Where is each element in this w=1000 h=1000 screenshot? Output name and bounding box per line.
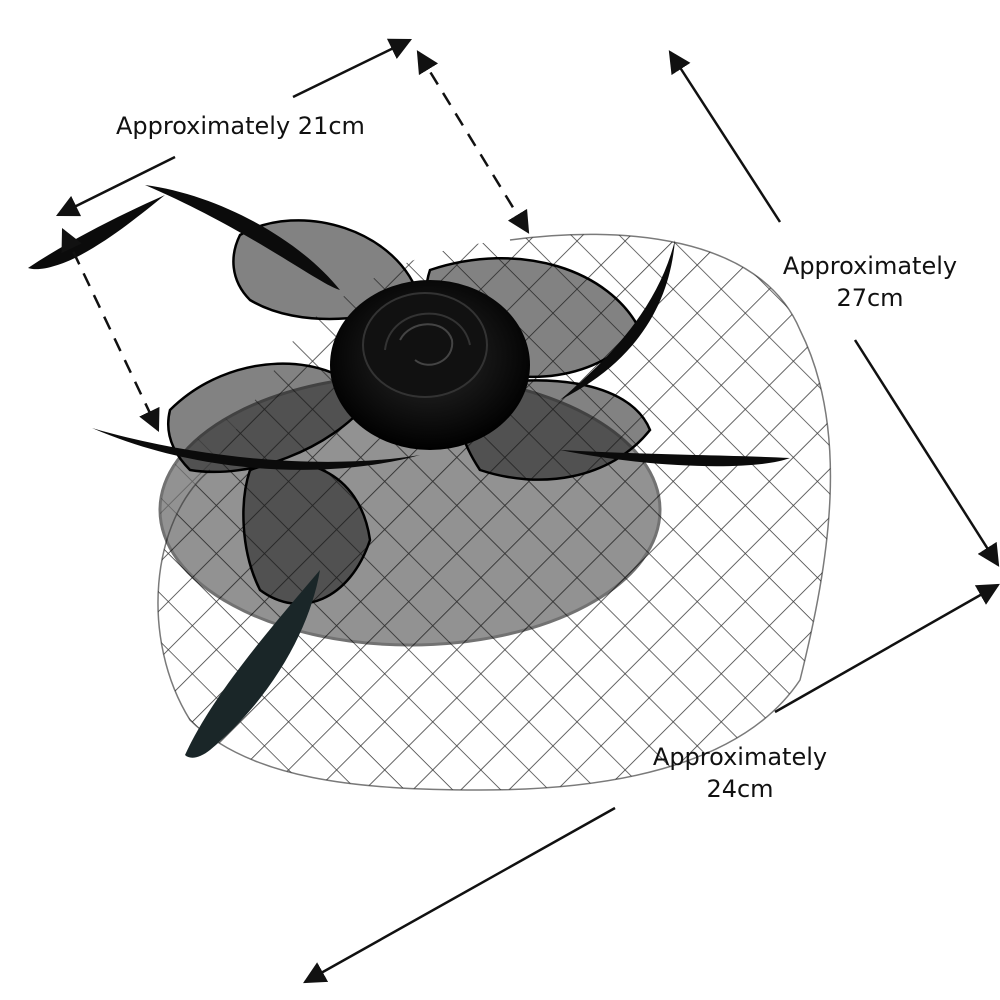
label-width-top: Approximately 21cm (116, 110, 365, 142)
rose-flower (330, 280, 530, 450)
label-width-top-text: Approximately 21cm (116, 112, 365, 140)
label-height-right-line2: 27cm (836, 284, 904, 312)
label-width-bottom-line2: 24cm (706, 775, 774, 803)
label-height-right-line1: Approximately (782, 252, 958, 280)
dimension-arrows (55, 38, 1000, 984)
label-height-right: Approximately 27cm (770, 250, 970, 314)
label-width-bottom: Approximately 24cm (640, 741, 840, 805)
label-width-bottom-line1: Approximately (652, 743, 828, 771)
